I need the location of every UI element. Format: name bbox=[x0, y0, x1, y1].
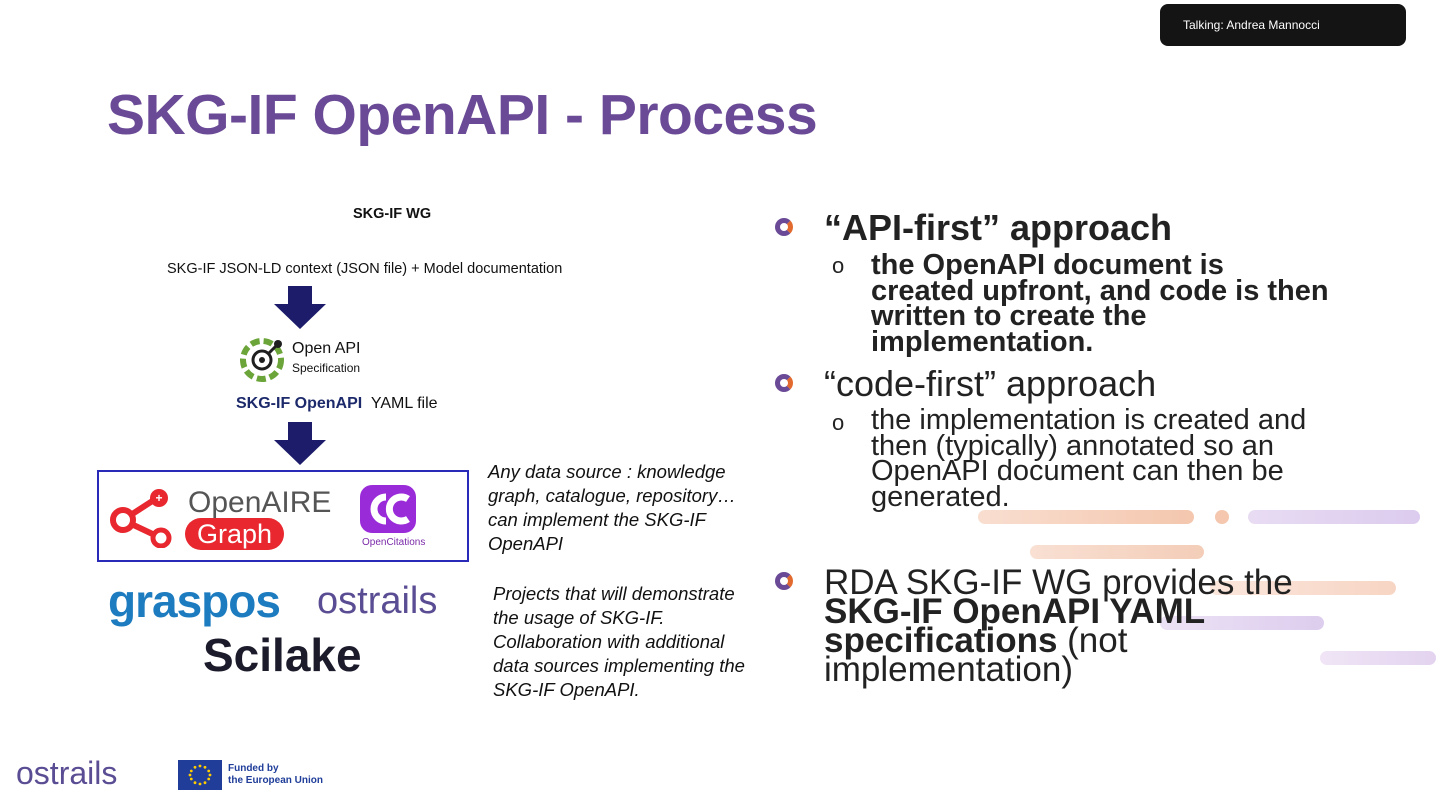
projects-note: Projects that will demonstrate the usage… bbox=[493, 583, 745, 700]
svg-text:+: + bbox=[155, 491, 162, 505]
opencitations-label: OpenCitations bbox=[362, 537, 426, 548]
scilake-logo: Scilake bbox=[203, 629, 362, 681]
rda-text-pre: RDA SKG-IF WG provides the bbox=[824, 563, 1293, 602]
slide-title: SKG-IF OpenAPI - Process bbox=[107, 83, 818, 147]
bullet-code-first-detail: the implementation is created and then (… bbox=[871, 404, 1307, 513]
sub-bullet-marker: o bbox=[832, 253, 845, 278]
sub-bullet-marker: o bbox=[832, 410, 845, 435]
rda-text-post: (not implementation) bbox=[824, 621, 1128, 689]
yaml-bold: SKG-IF OpenAPI bbox=[236, 395, 363, 412]
opencitations-logo-icon bbox=[360, 485, 416, 533]
bullet-api-first-heading: “API-first” approach bbox=[824, 207, 1173, 248]
wg-title: SKG-IF WG bbox=[353, 206, 432, 222]
bullet-code-first-heading: “code-first” approach bbox=[824, 363, 1157, 404]
eu-flag-icon bbox=[178, 760, 222, 790]
openapi-logo-icon bbox=[240, 338, 284, 382]
openapi-name: Open API bbox=[292, 340, 361, 357]
talking-indicator: Talking: Andrea Mannocci bbox=[1160, 4, 1406, 46]
bullet-ring-icon bbox=[775, 374, 793, 392]
data-source-logos-box: + OpenAIRE Graph OpenCitations bbox=[97, 470, 469, 562]
openapi-sub: Specification bbox=[292, 361, 361, 375]
bullet-rda-text: RDA SKG-IF WG provides the SKG-IF OpenAP… bbox=[824, 565, 1324, 687]
bullet-ring-icon bbox=[775, 218, 793, 236]
footer-ostrails-logo: ostrails bbox=[16, 755, 118, 791]
data-source-note: Any data source : knowledge graph, catal… bbox=[488, 461, 736, 554]
ostrails-logo: ostrails bbox=[317, 580, 438, 622]
graspos-logo: graspos bbox=[108, 575, 281, 627]
eu-funding-line2: the European Union bbox=[228, 775, 323, 786]
down-arrow-icon bbox=[274, 422, 326, 465]
bullet-api-first-detail: the OpenAPI document is created upfront,… bbox=[871, 249, 1329, 358]
yaml-line: SKG-IF OpenAPI YAML file bbox=[236, 395, 438, 413]
rda-text-bold: SKG-IF OpenAPI YAML specifications bbox=[824, 592, 1205, 660]
eu-funding-line1: Funded by bbox=[228, 763, 279, 774]
context-line: SKG-IF JSON-LD context (JSON file) + Mod… bbox=[167, 261, 563, 277]
openaire-graph-badge: Graph bbox=[185, 518, 285, 550]
eu-funding-text: Funded by the European Union bbox=[228, 763, 323, 787]
yaml-rest: YAML file bbox=[370, 395, 438, 412]
bullet-ring-icon bbox=[775, 572, 793, 590]
down-arrow-icon bbox=[274, 286, 326, 329]
openaire-top-text: OpenAIRE bbox=[188, 486, 332, 519]
openaire-share-icon: + bbox=[110, 489, 172, 548]
